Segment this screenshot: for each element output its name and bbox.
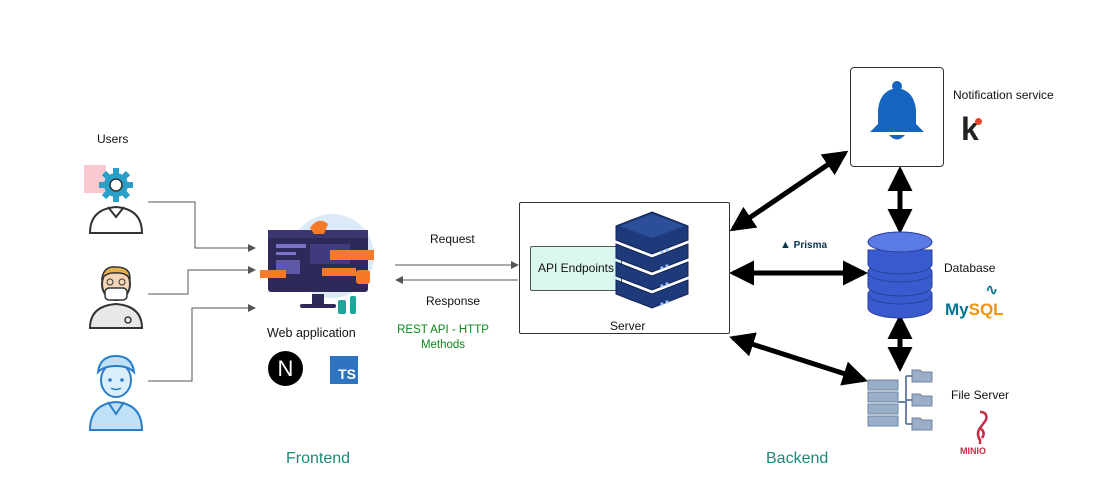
response-label: Response xyxy=(426,294,481,308)
server-label: Server xyxy=(610,319,646,333)
knock-logo-icon: k xyxy=(961,113,987,147)
nurse-user-icon xyxy=(88,354,144,431)
connector-admin-webapp xyxy=(148,201,256,252)
backend-label: Backend xyxy=(766,450,829,467)
api-endpoints-label: API Endpoints xyxy=(537,261,615,275)
database-icon xyxy=(867,231,933,319)
request-label: Request xyxy=(430,232,475,246)
api-endpoints-box: API Endpoints xyxy=(530,246,622,291)
minio-logo-icon: MINIO xyxy=(958,410,1004,458)
database-label: Database xyxy=(944,261,996,275)
file-server-label: File Server xyxy=(951,388,1010,402)
prisma-logo-icon: ▲ Prisma xyxy=(780,239,828,251)
connector-doctor-webapp xyxy=(148,266,256,295)
file-server-icon xyxy=(867,369,933,431)
connector-nurse-webapp xyxy=(148,304,256,382)
typescript-logo-icon: TS xyxy=(330,356,358,384)
mysql-logo-icon: MySQL ∿ xyxy=(945,282,1004,319)
bell-icon xyxy=(870,81,924,140)
web-application-label: Web application xyxy=(267,326,356,340)
users-label: Users xyxy=(97,132,129,146)
server-notification-arrow xyxy=(729,150,849,232)
server-fileserver-arrow xyxy=(729,332,868,386)
doctor-user-icon xyxy=(88,266,144,329)
admin-user-icon xyxy=(84,165,144,234)
frontend-label: Frontend xyxy=(286,450,351,467)
rest-api-label: REST API - HTTP Methods xyxy=(397,324,489,351)
web-app-illustration-icon xyxy=(260,214,374,314)
notification-service-label: Notification service xyxy=(953,88,1054,102)
server-stack-icon xyxy=(615,211,689,309)
nextjs-logo-icon: N xyxy=(268,351,303,386)
